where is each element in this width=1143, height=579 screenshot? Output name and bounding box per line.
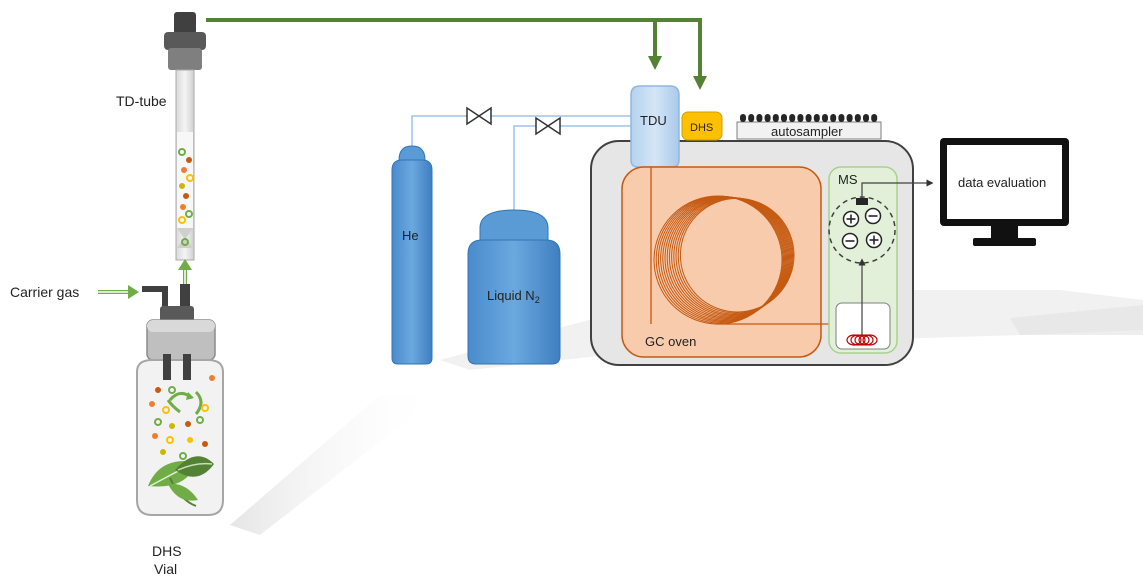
- label-carrier-gas: Carrier gas: [10, 284, 79, 300]
- autosampler: [736, 114, 882, 140]
- carrier-gas-arrow: [98, 285, 139, 299]
- transfer-arrow: [206, 18, 707, 90]
- minus-ion-icon: [864, 207, 882, 225]
- td-tube: [164, 12, 206, 261]
- label-gc-oven: GC oven: [645, 334, 696, 349]
- leaf-icon: [148, 456, 214, 507]
- valve-icon: [535, 116, 561, 136]
- label-dhs-module: DHS: [690, 122, 713, 134]
- plus-ion-icon: [865, 231, 883, 249]
- gas-lines: [411, 106, 632, 210]
- label-ms: MS: [838, 172, 858, 187]
- label-liquid-n2-sub: 2: [535, 295, 540, 305]
- label-tdu: TDU: [640, 113, 667, 128]
- label-liquid-n2-main: Liquid N: [487, 288, 535, 303]
- label-data-evaluation: data evaluation: [958, 175, 1046, 190]
- label-he: He: [402, 228, 419, 243]
- gc-oven: [621, 166, 845, 358]
- tdu-unit: [630, 85, 680, 168]
- minus-ion-icon: [841, 232, 859, 250]
- label-td-tube: TD-tube: [116, 93, 167, 109]
- liquid-n2-dewar: [467, 209, 561, 365]
- dhs-vial: [136, 284, 224, 516]
- label-dhs-vial-line2: Vial: [154, 561, 177, 577]
- label-liquid-n2: Liquid N2: [487, 288, 540, 305]
- plus-ion-icon: [842, 210, 860, 228]
- he-cylinder: [391, 145, 433, 365]
- valve-icon: [466, 106, 492, 126]
- ms-unit: [828, 166, 934, 354]
- dhs-module: [681, 111, 723, 141]
- label-autosampler: autosampler: [771, 124, 843, 139]
- label-dhs-vial-line1: DHS: [152, 543, 182, 559]
- monitor-icon: [940, 138, 1069, 246]
